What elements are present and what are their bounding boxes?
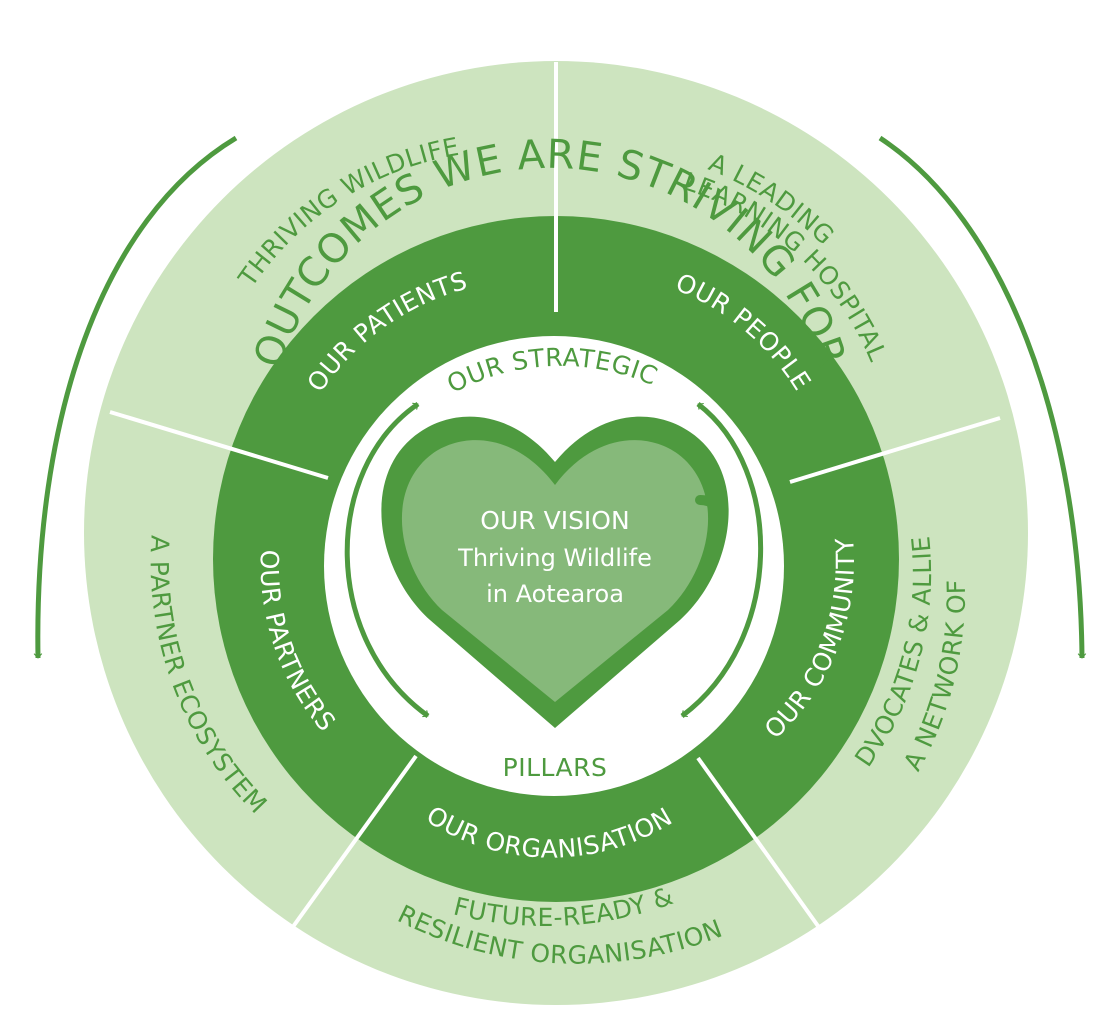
heart-highlight-icon [695,495,727,525]
outcome-dividers [109,62,1001,944]
center-label-pillars: PILLARS [503,753,608,782]
vision-heart-inner [401,440,709,702]
vision-title: OUR VISION [480,506,629,535]
right-double-arrow [680,402,764,719]
left-double-arrow [344,401,430,719]
right-cycle-arrow [878,135,1082,658]
vision-line-1: Thriving Wildlife [457,544,652,572]
vision-line-2: in Aotearoa [486,580,624,608]
left-cycle-arrow [38,135,238,658]
